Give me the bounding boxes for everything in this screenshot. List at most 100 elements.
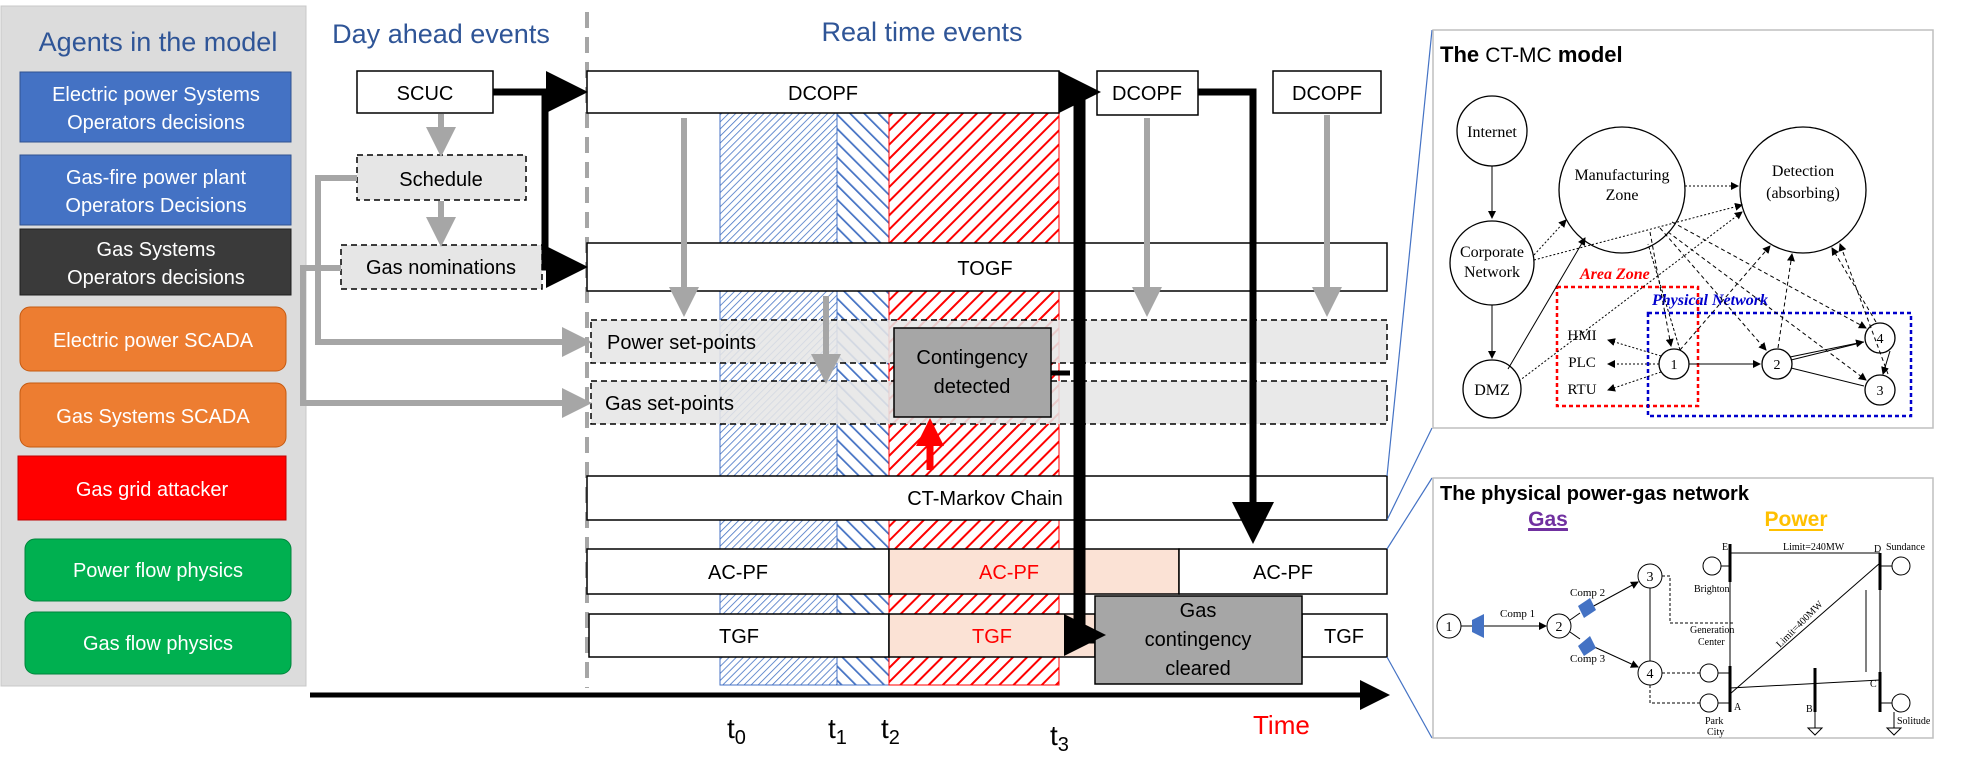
arrow-scuc-togf <box>541 92 588 288</box>
gas-setpoints-label: Gas set-points <box>605 393 734 415</box>
t1-label: t1 <box>828 713 847 749</box>
schedule-label: Schedule <box>399 169 482 191</box>
agent-gas-scada-label: Gas Systems SCADA <box>56 406 250 428</box>
dcopf-box-3 <box>1272 70 1382 114</box>
arrow-dcopf2-acpf <box>1198 88 1274 544</box>
dcopf-main-label: DCOPF <box>788 83 858 105</box>
agent-gas-operators-l2: Operators decisions <box>67 267 245 289</box>
t3-sub: 3 <box>1058 734 1069 756</box>
load-b-icon <box>1806 727 1824 736</box>
ctmc-title-a: The <box>1440 42 1485 67</box>
gas-nominations-box <box>340 244 543 290</box>
power-setpoints-label: Power set-points <box>607 332 756 354</box>
rtu-text: RTU <box>1567 382 1596 398</box>
physical-network-box <box>1646 311 1913 418</box>
gas-contingency-cleared-box <box>1094 595 1303 685</box>
callout-network-bottom <box>1386 656 1433 739</box>
edge-m-2 <box>1659 227 1767 351</box>
tgf-label-1: TGF <box>719 626 759 648</box>
area-zone-box <box>1555 285 1700 408</box>
t2-sub: 2 <box>889 727 900 749</box>
corporate-text-l1: Corporate <box>1460 244 1524 261</box>
edge-4-3 <box>1881 350 1891 375</box>
agents-panel: Agents in the model Electric power Syste… <box>0 5 307 687</box>
t3-label: t3 <box>1050 720 1069 756</box>
agent-gas-flow-label: Gas flow physics <box>83 633 233 655</box>
edge-m-4 <box>1671 221 1867 329</box>
tgf-box-3 <box>1301 613 1388 658</box>
gas-heading: Gas <box>1528 508 1568 531</box>
t0-sub: 0 <box>735 727 746 749</box>
corporate-network-node <box>1449 220 1535 306</box>
network-panel: The physical power-gas network Gas Power… <box>1432 477 1934 739</box>
t1-letter: t <box>828 713 836 744</box>
detection-text-l2: (absorbing) <box>1766 185 1840 202</box>
phys-4-text: 4 <box>1877 332 1884 347</box>
gen-center-l2: Center <box>1698 637 1725 648</box>
dcopf-label-2: DCOPF <box>1112 83 1182 105</box>
edge-2-3 <box>1790 367 1865 387</box>
gas-node-2-text: 2 <box>1556 620 1563 635</box>
agent-electric-scada <box>19 306 287 372</box>
contingency-detected-box <box>893 327 1052 418</box>
comp1-label: Comp 1 <box>1500 608 1535 620</box>
detection-node <box>1739 126 1867 254</box>
agent-electric-scada-label: Electric power SCADA <box>53 330 254 352</box>
acpf-label-2: AC-PF <box>979 562 1039 584</box>
scuc-box <box>356 70 494 114</box>
day-ahead-header: Day ahead events <box>332 19 550 49</box>
gas-cont-l3: cleared <box>1165 658 1231 680</box>
edge-1-hmi <box>1607 338 1662 357</box>
agent-electric-operators-l1: Electric power Systems <box>52 84 260 106</box>
dmz-node <box>1462 359 1522 419</box>
agent-gasfire-operators <box>19 154 292 226</box>
togf-label: TOGF <box>957 258 1012 280</box>
t2-letter: t <box>881 713 889 744</box>
compressor-3-icon <box>1578 636 1596 656</box>
phys-1-text: 1 <box>1671 358 1678 373</box>
line-a-d <box>1729 562 1881 695</box>
edge-1-detection <box>1679 245 1771 351</box>
gas-cont-l1: Gas <box>1180 600 1217 622</box>
agent-gas-operators-l1: Gas Systems <box>97 239 216 261</box>
gas-node-3-text: 3 <box>1647 570 1654 585</box>
manufacturing-zone-node <box>1558 126 1686 254</box>
edge-4-detection <box>1831 247 1877 323</box>
phys-3-text: 3 <box>1877 384 1884 399</box>
gas-feed-gen-center <box>1662 575 1735 624</box>
hmi-text: HMI <box>1567 328 1596 344</box>
gas-cont-l2: contingency <box>1145 629 1252 651</box>
tgf-box-1 <box>588 613 890 658</box>
bus-b-label: B <box>1806 704 1813 715</box>
tgf-box-2 <box>888 613 1096 658</box>
comp3-label: Comp 3 <box>1570 653 1606 665</box>
agent-electric-operators-l2: Operators decisions <box>67 112 245 134</box>
agent-power-flow-label: Power flow physics <box>73 560 243 582</box>
t0-letter: t <box>727 713 735 744</box>
gas-node-2 <box>1546 613 1572 639</box>
edge-3-detection <box>1838 243 1889 375</box>
acpf-box-2 <box>888 548 1180 595</box>
line-a-c <box>1729 679 1881 689</box>
callout-network-top <box>1386 477 1433 550</box>
real-time-header: Real time events <box>821 17 1022 47</box>
detection-text-l1: Detection <box>1772 163 1834 180</box>
agent-gas-scada <box>19 382 287 448</box>
gray-arrows <box>300 114 1342 418</box>
gen-center-l1: Generation <box>1690 625 1734 636</box>
manufacturing-text-l1: Manufacturing <box>1574 167 1669 184</box>
gas-feed-park-2 <box>1649 685 1700 704</box>
dcopf-label-3: DCOPF <box>1292 83 1362 105</box>
acpf-box-1 <box>586 548 890 595</box>
load-c-icon <box>1885 727 1903 736</box>
acpf-label-1: AC-PF <box>708 562 768 584</box>
edge-1-rtu <box>1607 371 1662 392</box>
contingency-l2: detected <box>934 376 1011 398</box>
agent-gasfire-operators-l2: Operators Decisions <box>65 195 246 217</box>
time-labels: t0 t1 t2 t3 Time <box>727 710 1310 756</box>
contingency-l1: Contingency <box>916 347 1027 369</box>
gas-pipe-2-3a <box>1569 612 1581 621</box>
agent-electric-operators <box>19 71 292 143</box>
dmz-text: DMZ <box>1474 382 1510 399</box>
ctmc-panel: The CT-MC model Internet Manufacturing Z… <box>1432 29 1934 429</box>
